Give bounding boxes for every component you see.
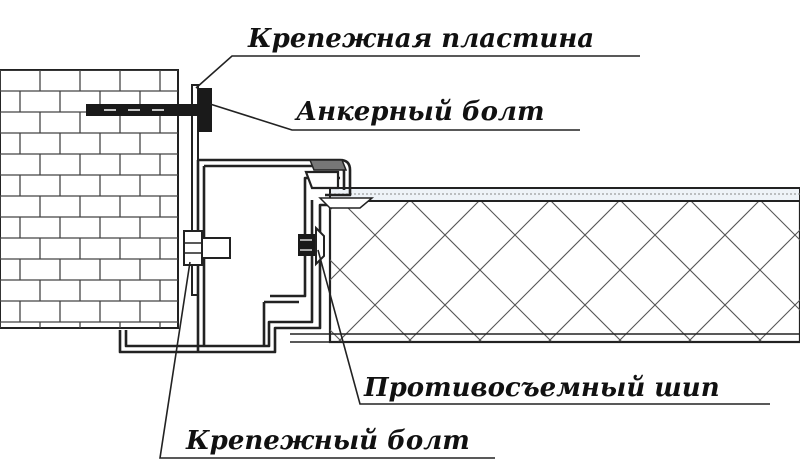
door-panel xyxy=(290,187,800,344)
label-anchor-bolt: Анкерный болт xyxy=(294,97,544,127)
leader-lines xyxy=(159,55,770,459)
leader-fastening-bolt xyxy=(159,261,495,459)
fastening-bolt xyxy=(183,230,231,266)
leader-anti-removal-pin xyxy=(317,249,770,405)
leader-mounting-plate xyxy=(195,55,640,89)
anti-removal-pin xyxy=(298,225,325,267)
label-fastening-bolt: Крепежный болт xyxy=(185,426,470,456)
anchor-bolt xyxy=(86,88,212,132)
label-mounting-plate: Крепежная пластина xyxy=(247,24,594,54)
leader-anchor-bolt xyxy=(209,103,580,131)
door-leaf-edge xyxy=(304,159,375,209)
label-anti-removal-pin: Противосъемный шип xyxy=(363,373,720,403)
